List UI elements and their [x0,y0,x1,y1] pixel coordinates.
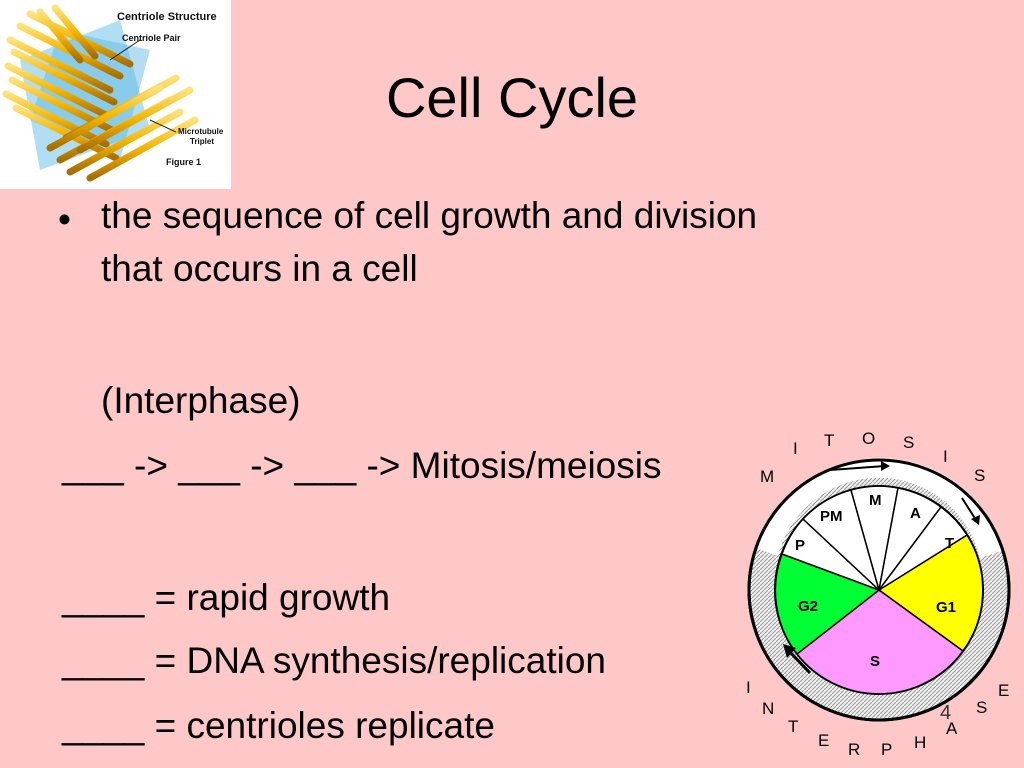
g2-label: G2 [798,598,818,615]
page-number: 4 [940,702,952,724]
pm-label: PM [820,508,843,525]
centriole-illustration [2,4,199,182]
mitosis-ring [756,458,1004,558]
microtubule-label: Microtubule [178,127,224,136]
g1-label: G1 [936,599,956,616]
interphase-letter: E [818,731,829,750]
g1-wedge [877,533,984,653]
interphase-letter: N [762,699,774,718]
mitosis-letter: M [760,467,774,486]
m-label: M [869,492,882,509]
interphase-letter: E [998,681,1009,700]
telophase-wedge [878,505,969,591]
a-label: A [910,505,921,522]
interphase-letter: S [976,698,987,717]
interphase-arrow [786,648,812,675]
interphase-letter: T [788,717,798,736]
centriole-figure: Centriole Structure Centriole Pair Micro… [0,0,231,189]
figure-title: Centriole Structure [117,11,217,23]
s-label: S [870,653,880,670]
telophase-arrow [961,497,977,521]
p-label: P [795,537,805,554]
mitosis-letter: I [793,439,798,458]
slide-title: Cell Cycle [385,66,639,129]
mitosis-letter: I [943,447,948,466]
definition-centrioles: ____ = centrioles replicate [62,705,495,746]
cell-cycle-diagram: G1 S G2 P PM M A T M I T O S I S I N T E… [746,429,1011,759]
figure-caption: Figure 1 [166,157,202,167]
interphase-letter: A [946,719,958,738]
sequence-line: ___ -> ___ -> ___ -> Mitosis/meiosis [62,445,662,486]
interphase-letter: R [848,740,860,759]
triplet-label: Triplet [190,137,215,146]
bullet-text-line-2: that occurs in a cell [101,248,418,289]
interphase-letter: H [914,733,926,752]
arrow-head-icon [783,644,796,658]
bullet-icon: • [58,199,71,240]
t-label: T [945,535,954,552]
interphase-letter: I [746,678,751,697]
mitosis-letter: T [824,431,834,450]
interphase-label: (Interphase) [101,380,301,421]
mitosis-arrow [829,465,886,471]
centriole-pair-label: Centriole Pair [122,33,181,43]
mitosis-letter: S [974,466,985,485]
arrow-head-icon [971,515,980,525]
definition-dna: ____ = DNA synthesis/replication [62,640,606,681]
mitosis-letter: S [903,433,914,452]
bullet-text-line-1: the sequence of cell growth and division [101,195,758,236]
mitosis-letter: O [862,429,875,448]
definition-growth: ____ = rapid growth [62,577,391,618]
arrow-head-icon [881,461,890,471]
interphase-letter: P [881,740,892,759]
s-wedge [795,589,965,695]
